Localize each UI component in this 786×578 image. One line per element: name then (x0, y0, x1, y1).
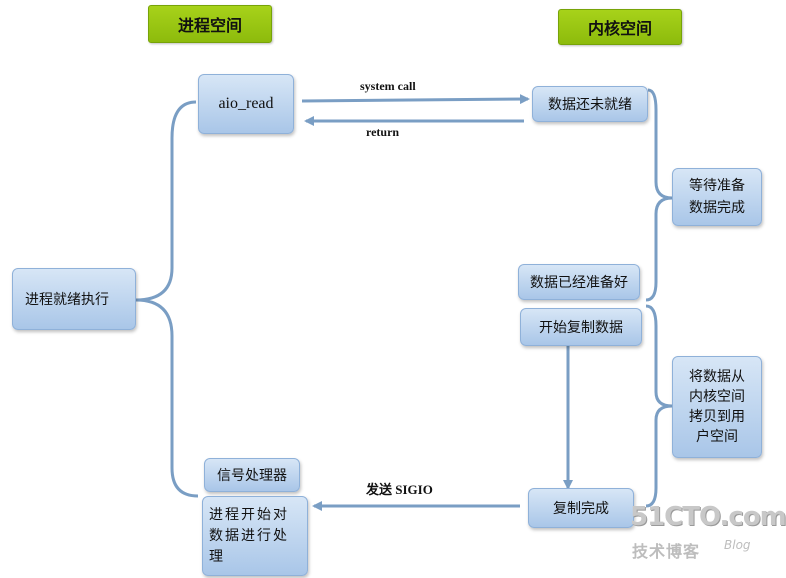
wait-data-box: 等待准备 数据完成 (672, 168, 762, 226)
kernel-space-header: 内核空间 (558, 9, 682, 45)
watermark-site: 51CTO.com (630, 502, 786, 532)
watermark-tagline: 技术博客 (632, 542, 701, 561)
process-space-header: 进程空间 (148, 5, 272, 43)
data-ready-box: 数据已经准备好 (518, 264, 640, 300)
data-not-ready-box: 数据还未就绪 (532, 86, 648, 122)
left-brace-lower (135, 298, 199, 498)
system-call-arrow (301, 94, 530, 105)
right-brace-wait (645, 88, 673, 302)
copy-done-box: 复制完成 (528, 488, 634, 528)
right-brace-copy (645, 304, 673, 508)
copy-kernel-to-user-box: 将数据从 内核空间 拷贝到用 户空间 (672, 356, 762, 458)
return-label: return (366, 125, 400, 139)
send-sigio-label: 发送 SIGIO (366, 482, 433, 497)
start-copy-box: 开始复制数据 (520, 308, 642, 346)
signal-handler-box: 信号处理器 (204, 458, 300, 492)
aio-read-box: aio_read (198, 74, 294, 134)
process-ready-box: 进程就绪执行 (12, 268, 136, 330)
left-brace (135, 100, 197, 302)
watermark-blog: Blog (724, 538, 751, 552)
system-call-label: system call (360, 79, 416, 93)
process-data-box: 进程开始对数据进行处理 (202, 496, 308, 576)
